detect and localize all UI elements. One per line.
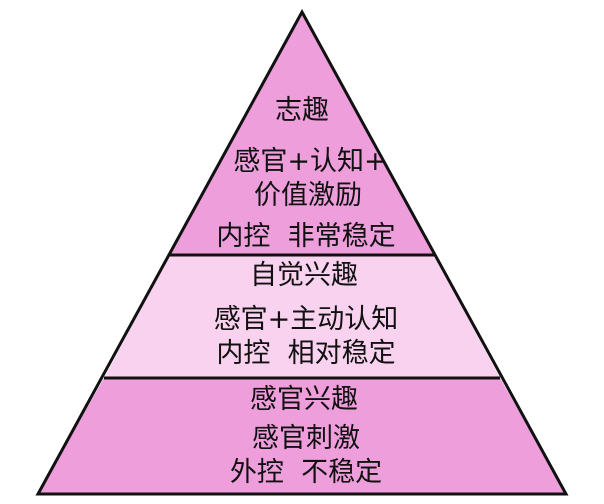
top-tier-line-4: 内控 非常稳定 bbox=[216, 221, 395, 252]
pyramid-tier-bottom bbox=[38, 378, 566, 494]
bottom-tier-line-3: 外控 不稳定 bbox=[230, 457, 382, 488]
pyramid-tier-middle bbox=[104, 255, 500, 378]
pyramid-outline bbox=[35, 8, 569, 496]
middle-tier-line-3: 内控 相对稳定 bbox=[216, 338, 395, 369]
top-tier-line-2: 感官+认知+ bbox=[233, 146, 386, 177]
middle-tier-line-2: 感官+主动认知 bbox=[214, 304, 399, 335]
pyramid-tier-top bbox=[170, 12, 434, 255]
top-tier-line-3: 价值激励 bbox=[254, 180, 362, 211]
bottom-tier-line-1: 感官兴趣 bbox=[250, 384, 358, 415]
bottom-tier-line-2: 感官刺激 bbox=[252, 423, 360, 454]
middle-tier-line-1: 自觉兴趣 bbox=[250, 260, 358, 291]
top-tier-line-1: 志趣 bbox=[275, 95, 329, 126]
